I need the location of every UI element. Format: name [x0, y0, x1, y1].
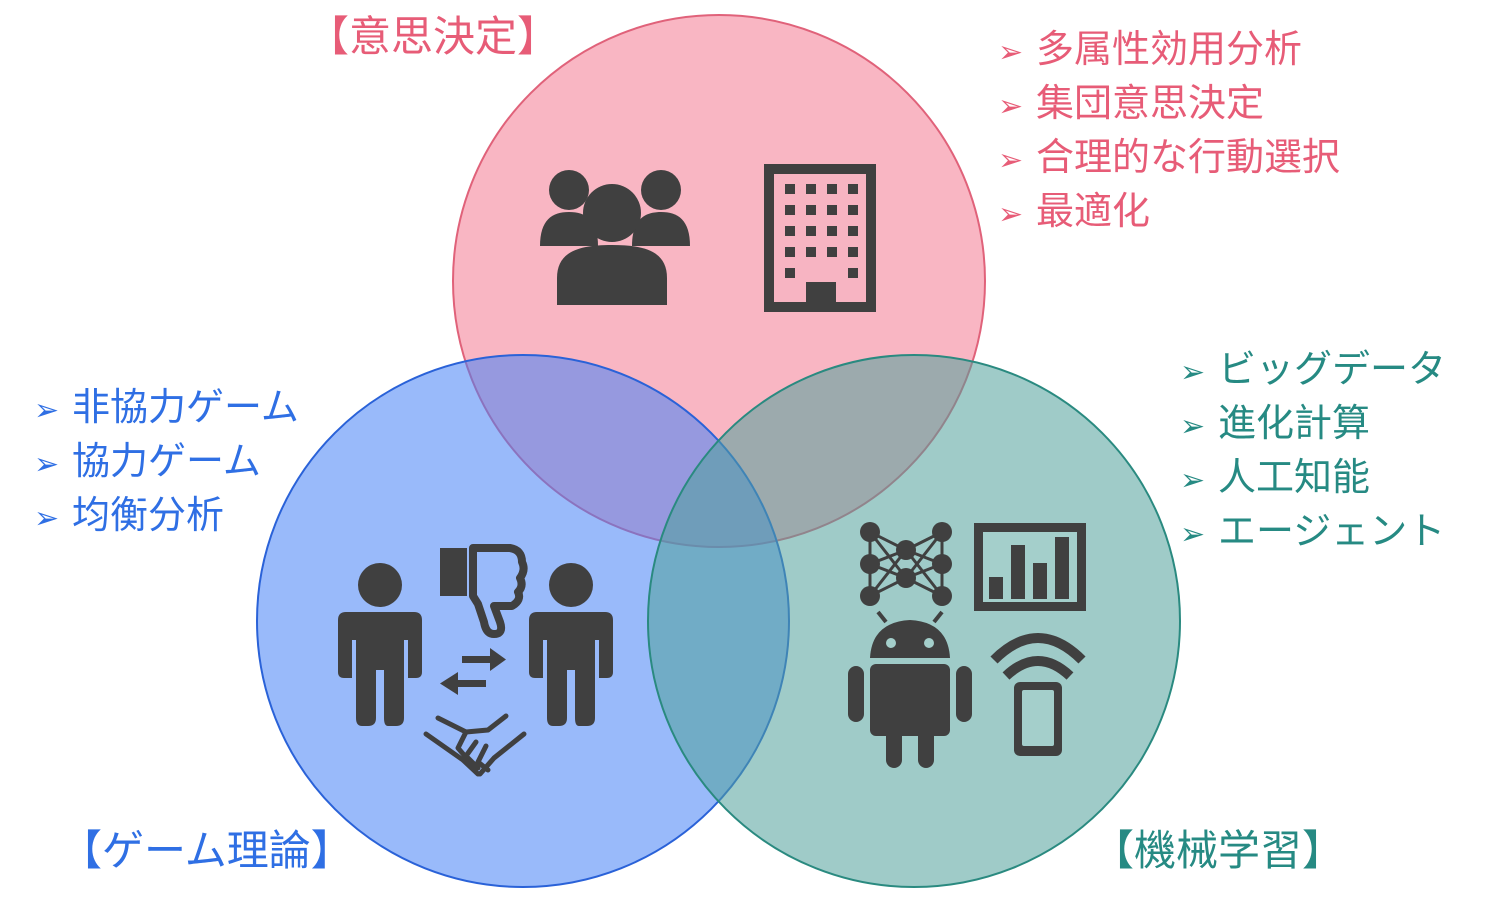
bullet-arrow-icon: ➢ [1180, 517, 1206, 552]
group-of-people-icon [540, 170, 690, 305]
list-item: ➢協力ゲーム [34, 436, 299, 490]
game-theory-title: 【ゲーム理論】 [60, 826, 353, 875]
decision-topic-list: ➢多属性効用分析 ➢集団意思決定 ➢合理的な行動選択 ➢最適化 [998, 24, 1340, 240]
person-left-icon [338, 563, 422, 726]
list-item: ➢集団意思決定 [998, 78, 1340, 132]
bullet-arrow-icon: ➢ [34, 393, 60, 428]
machine-learning-title: 【機械学習】 [1092, 826, 1345, 875]
person-right-icon [529, 563, 613, 726]
bullet-arrow-icon: ➢ [998, 89, 1024, 124]
bullet-arrow-icon: ➢ [1180, 409, 1206, 444]
bullet-arrow-icon: ➢ [998, 197, 1024, 232]
list-item: ➢エージェント [1180, 506, 1446, 560]
list-item: ➢合理的な行動選択 [998, 132, 1340, 186]
bullet-arrow-icon: ➢ [34, 501, 60, 536]
list-item: ➢進化計算 [1180, 398, 1446, 452]
thumbs-down-icon [440, 544, 528, 638]
office-building-icon [764, 164, 876, 312]
list-item: ➢均衡分析 [34, 490, 299, 544]
list-item: ➢ビッグデータ [1180, 344, 1446, 398]
bullet-arrow-icon: ➢ [1180, 463, 1206, 498]
bullet-arrow-icon: ➢ [998, 143, 1024, 178]
list-item: ➢非協力ゲーム [34, 382, 299, 436]
machine-learning-topic-list: ➢ビッグデータ ➢進化計算 ➢人工知能 ➢エージェント [1180, 344, 1446, 560]
game-theory-topic-list: ➢非協力ゲーム ➢協力ゲーム ➢均衡分析 [34, 382, 299, 544]
bullet-arrow-icon: ➢ [1180, 355, 1206, 390]
list-item: ➢多属性効用分析 [998, 24, 1340, 78]
list-item: ➢人工知能 [1180, 452, 1446, 506]
handshake-icon [423, 713, 527, 777]
list-item: ➢最適化 [998, 186, 1340, 240]
neural-network-icon [860, 522, 952, 606]
decision-title: 【意思決定】 [307, 12, 560, 61]
bullet-arrow-icon: ➢ [998, 35, 1024, 70]
bullet-arrow-icon: ➢ [34, 447, 60, 482]
smartphone-signal-icon [990, 633, 1086, 756]
bar-chart-icon [974, 523, 1086, 611]
exchange-arrows-icon [440, 648, 506, 695]
android-robot-icon [848, 610, 972, 768]
